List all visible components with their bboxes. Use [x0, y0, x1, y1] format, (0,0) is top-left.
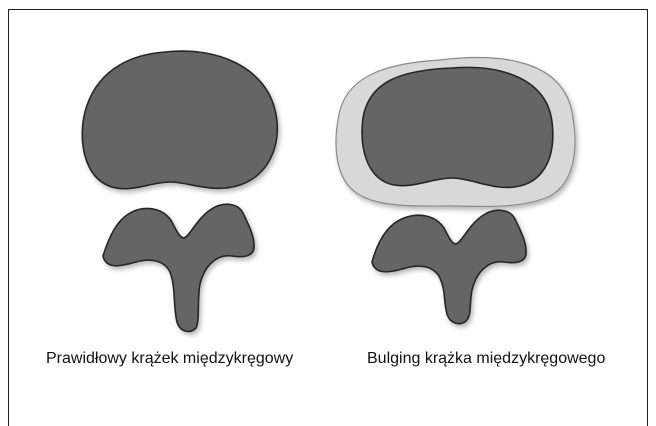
bulging-disc-body [362, 67, 553, 187]
bulging-disc-caption: Bulging krążka międzykręgowego [367, 350, 605, 368]
normal-disc-caption: Prawidłowy krążek międzykręgowy [46, 350, 293, 368]
normal-disc-body [82, 51, 277, 189]
bulging-disc-illustration [336, 58, 575, 324]
normal-vertebral-arch [103, 204, 254, 331]
bulging-vertebral-arch [372, 210, 526, 323]
normal-disc-illustration [82, 51, 277, 331]
